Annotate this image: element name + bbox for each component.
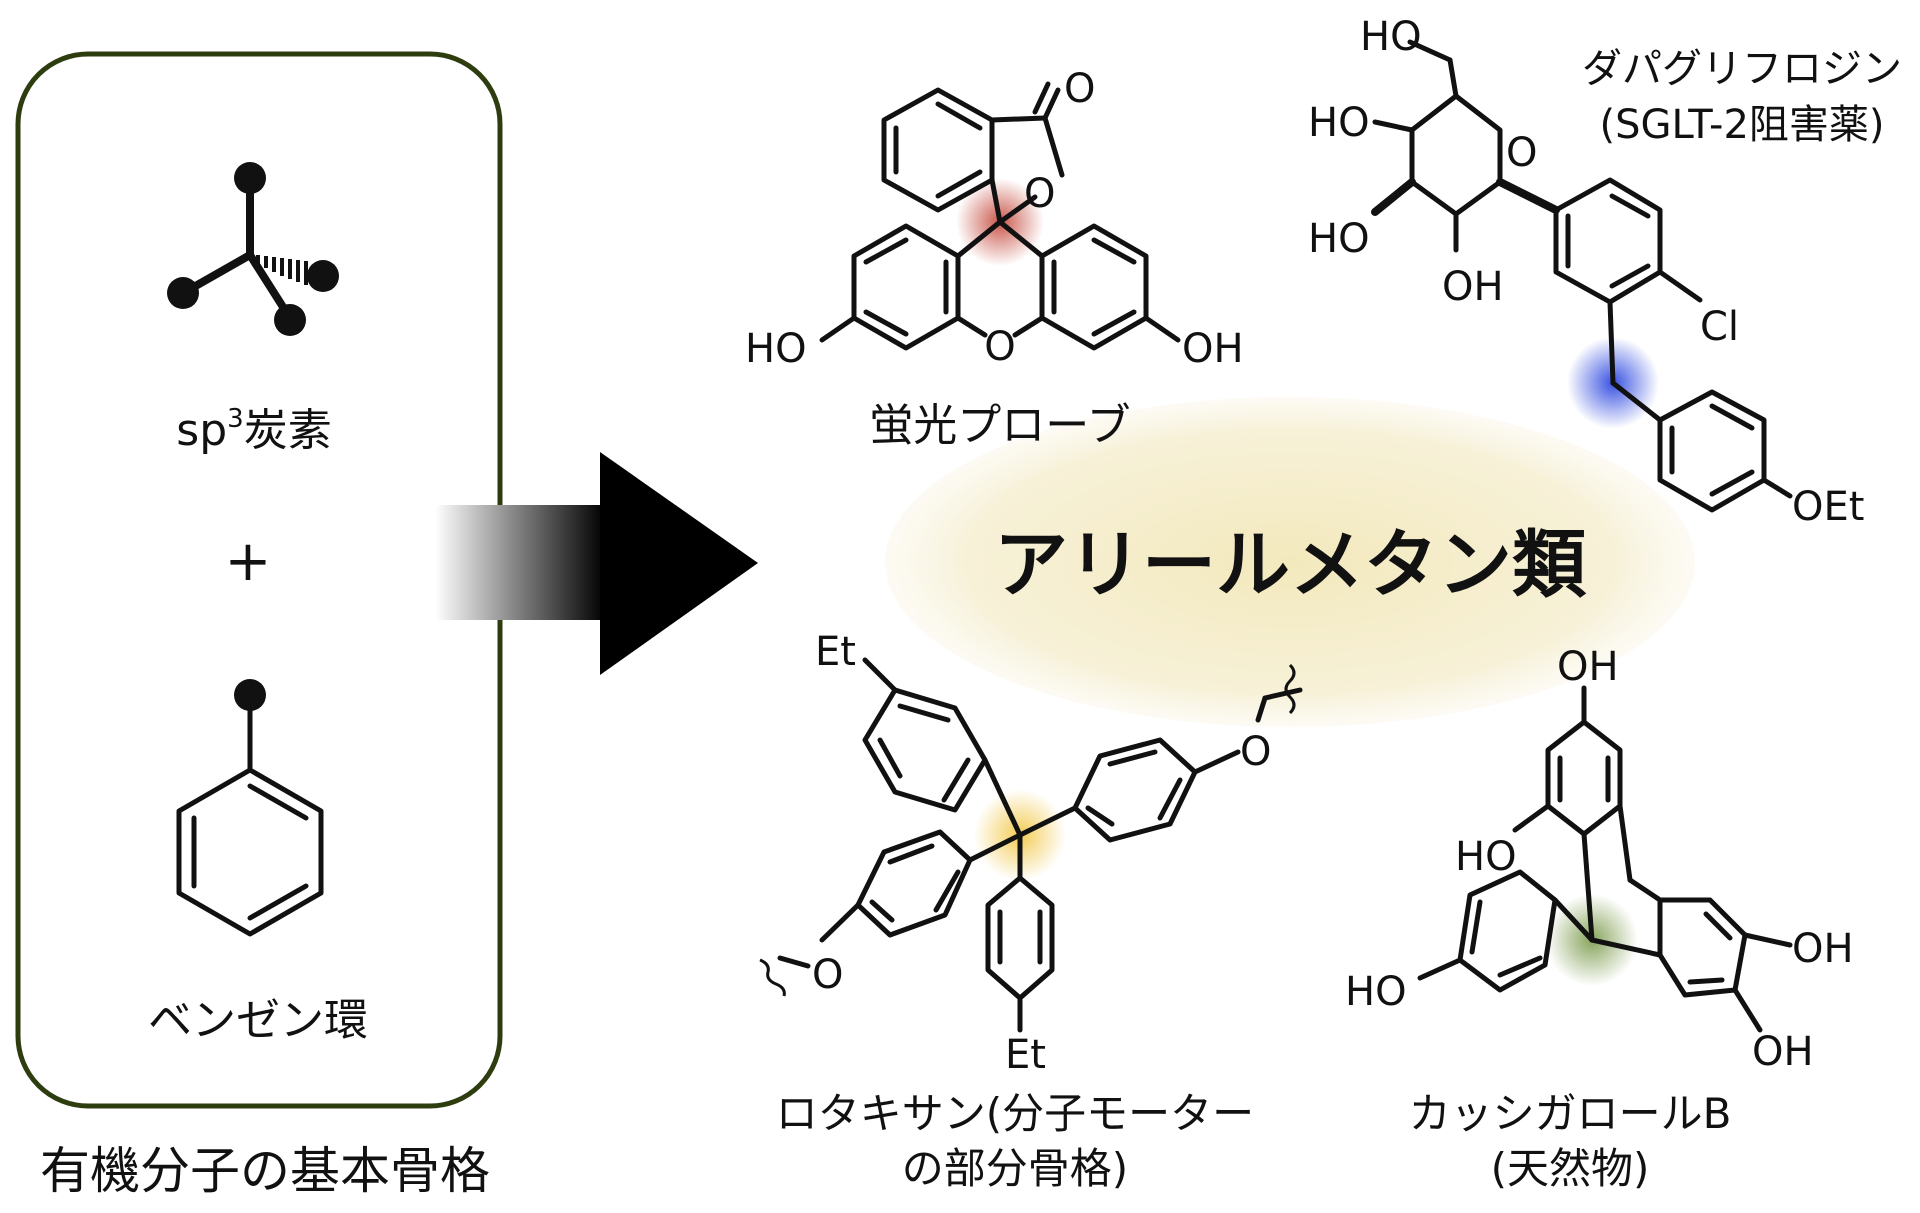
svg-text:OH: OH — [1442, 264, 1504, 310]
left-panel-caption: 有機分子の基本骨格 — [40, 1142, 490, 1200]
svg-text:OH: OH — [1182, 326, 1244, 372]
svg-text:OH: OH — [1752, 1029, 1814, 1075]
rotaxane-caption-1: ロタキサン(分子モーター — [776, 1089, 1254, 1138]
svg-text:Et: Et — [1005, 1032, 1046, 1078]
cassigarol-caption-1: カッシガロールB — [1409, 1089, 1732, 1138]
svg-text:O: O — [1024, 171, 1055, 217]
sp3-label: sp3炭素 — [176, 404, 331, 456]
svg-text:O: O — [812, 952, 843, 998]
cassigarol-caption-2: (天然物) — [1491, 1144, 1650, 1193]
svg-text:HO: HO — [1455, 834, 1517, 880]
sp3-carbon-icon — [167, 162, 339, 336]
svg-text:O: O — [984, 324, 1015, 370]
svg-text:OH: OH — [1792, 926, 1854, 972]
cassigarol-structure: OH HO HO OH OH — [1345, 644, 1854, 1075]
svg-text:HO: HO — [1308, 100, 1370, 146]
svg-text:HO: HO — [1308, 216, 1370, 262]
svg-text:OEt: OEt — [1792, 484, 1864, 530]
fluorescein-caption: 蛍光プローブ — [869, 400, 1130, 451]
svg-text:OH: OH — [1557, 644, 1619, 690]
svg-text:HO: HO — [745, 326, 807, 372]
highlight-ellipse — [885, 397, 1695, 727]
left-panel: sp3炭素 + ベンゼン環 — [15, 51, 503, 1109]
svg-text:Cl: Cl — [1700, 304, 1739, 350]
dapagliflozin-caption-2: (SGLT-2阻害薬) — [1599, 102, 1884, 148]
right-arrow-icon — [435, 452, 758, 675]
svg-text:O: O — [1240, 729, 1271, 775]
rotaxane-structure: Et O O Et — [759, 629, 1303, 1078]
dapagliflozin-structure: O HO HO HO OH Cl OEt — [1308, 14, 1864, 530]
svg-text:HO: HO — [1345, 969, 1407, 1015]
svg-text:HO: HO — [1360, 14, 1422, 60]
svg-text:Et: Et — [815, 629, 856, 675]
rotaxane-caption-2: の部分骨格) — [902, 1144, 1128, 1193]
dapagliflozin-caption-1: ダパグリフロジン — [1582, 46, 1902, 92]
central-label: アリールメタン類 — [885, 397, 1695, 727]
svg-text:O: O — [1506, 130, 1537, 176]
benzene-ring-icon — [176, 679, 324, 937]
benzene-label: ベンゼン環 — [148, 995, 368, 1046]
svg-text:O: O — [1064, 66, 1095, 112]
plus-sign: + — [225, 529, 272, 594]
fluorescein-structure: O O O HO OH — [745, 66, 1244, 372]
arylmethane-title: アリールメタン類 — [994, 522, 1587, 608]
